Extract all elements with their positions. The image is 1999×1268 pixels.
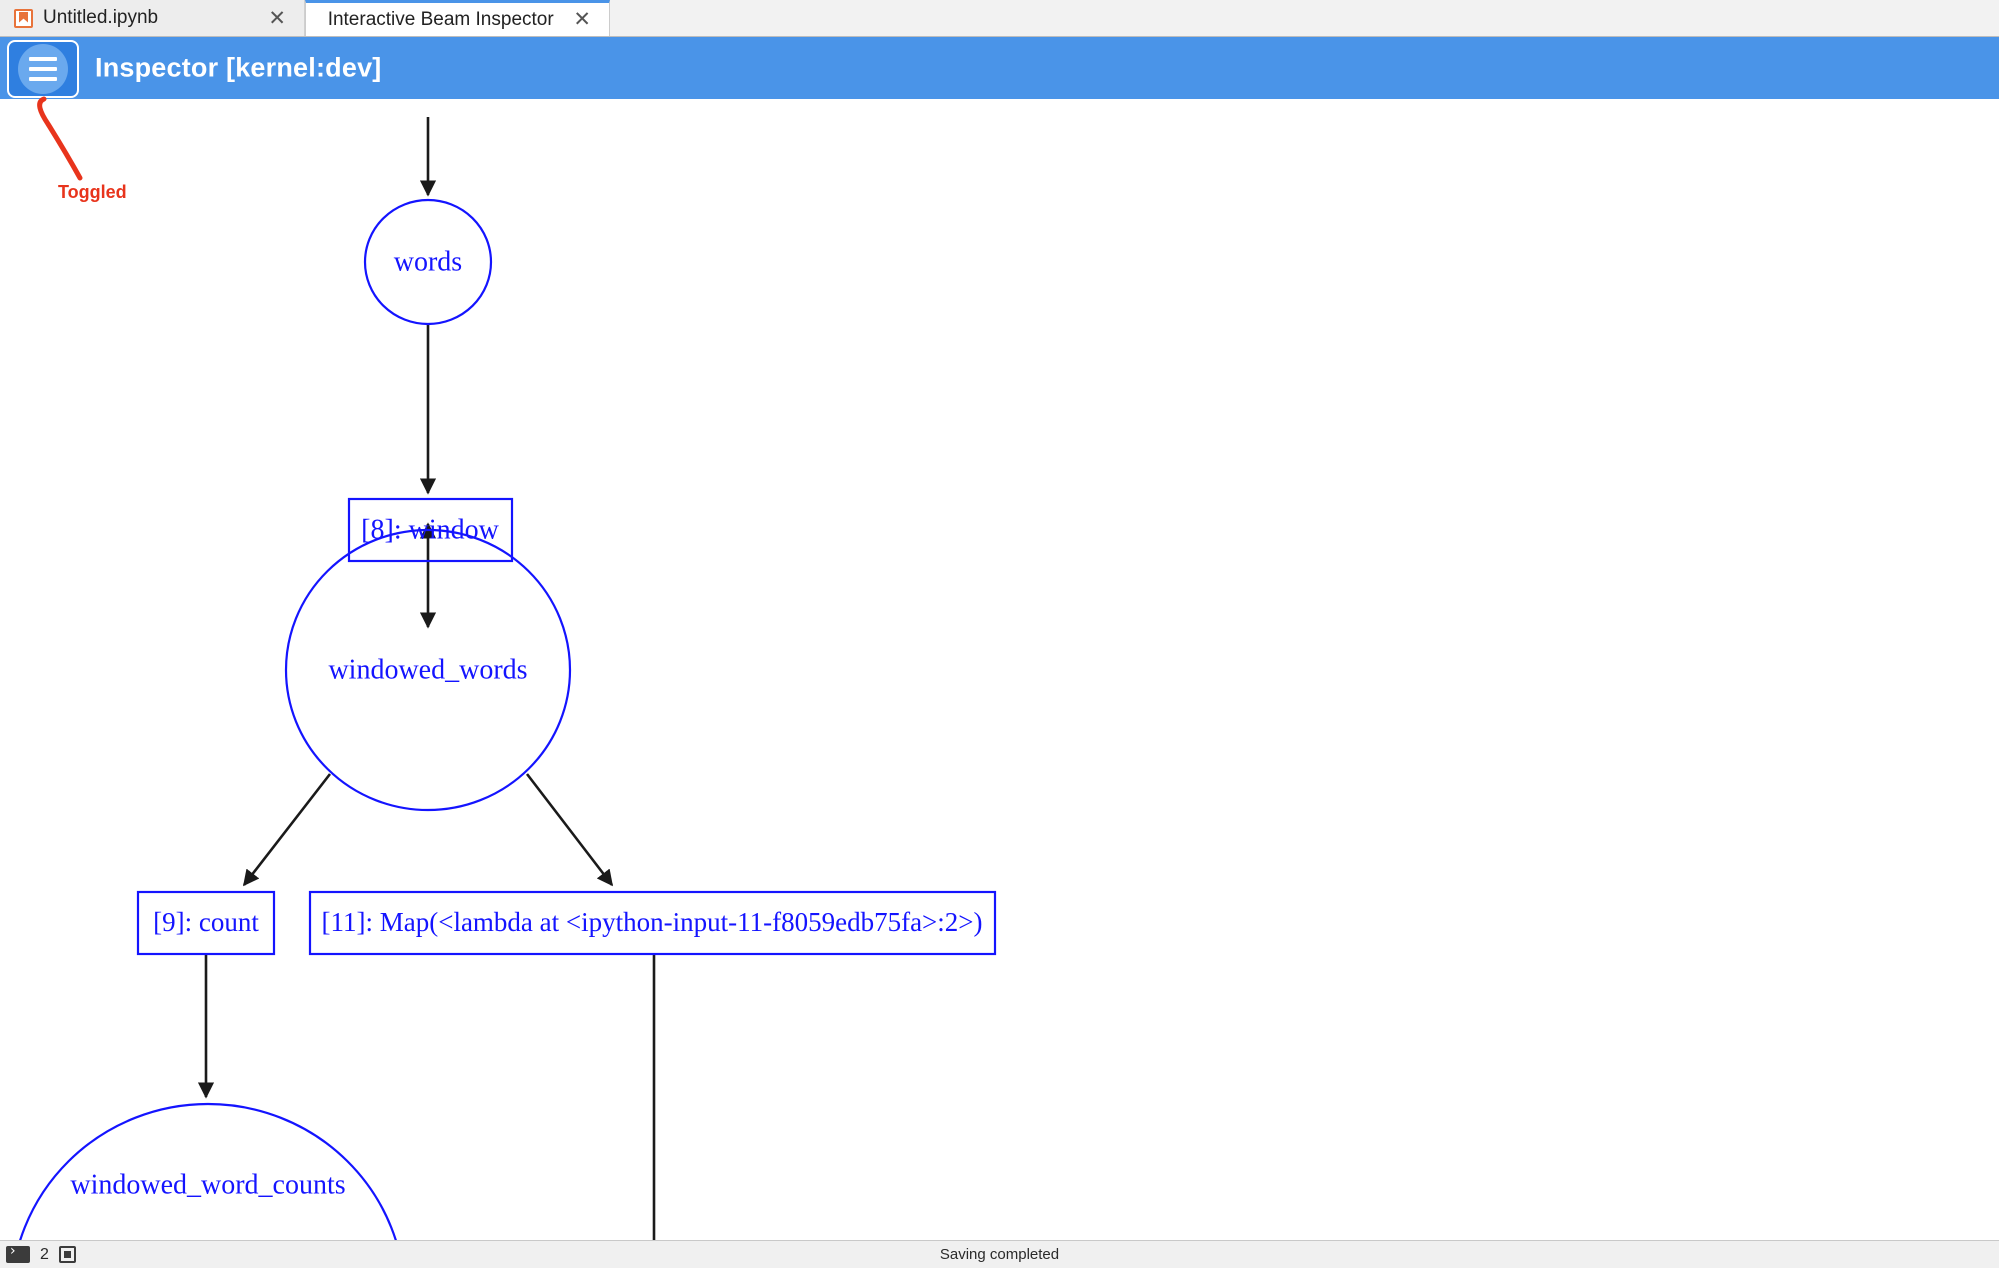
status-bar-left: 2 (0, 1243, 76, 1264)
node-label: [11]: Map(<lambda at <ipython-input-11-f… (322, 907, 983, 937)
notebook-icon (14, 8, 33, 28)
tab-untitled-ipynb[interactable]: Untitled.ipynb ✕ (0, 0, 305, 36)
graph-node-words[interactable]: words (363, 198, 493, 326)
node-shape-box (136, 890, 276, 956)
terminal-icon[interactable] (6, 1243, 30, 1263)
close-icon[interactable]: ✕ (573, 7, 591, 31)
node-shape-box (308, 890, 997, 956)
inspector-header: Inspector [kernel:dev] (0, 37, 1999, 99)
edge-windowed-words-to-map (525, 773, 614, 887)
graph-node-windowed-words[interactable]: windowed_words (284, 528, 572, 812)
tab-bar-empty-area (610, 0, 1999, 36)
tab-interactive-beam-inspector[interactable]: Interactive Beam Inspector ✕ (305, 0, 610, 36)
node-shape-ellipse (284, 528, 572, 812)
page-title: Inspector [kernel:dev] (95, 52, 382, 83)
tab-label: Interactive Beam Inspector (327, 8, 554, 30)
pipeline-graph-canvas[interactable]: words [8]: window windowed_words [9]: co… (0, 99, 1999, 1240)
status-bar: 2 Saving completed (0, 1240, 1999, 1268)
tab-label: Untitled.ipynb (43, 7, 159, 28)
graph-node-count[interactable]: [9]: count (136, 890, 276, 956)
terminal-count: 2 (40, 1245, 49, 1263)
cpu-chip-icon[interactable] (58, 1246, 76, 1263)
graph-edges (197, 117, 656, 1240)
tab-bar: Untitled.ipynb ✕ Interactive Beam Inspec… (0, 0, 1999, 37)
node-shape-box (347, 497, 514, 563)
node-label: [9]: count (153, 907, 259, 937)
hamburger-menu-button[interactable] (7, 40, 79, 98)
node-shape-ellipse (19, 1102, 397, 1240)
node-label: windowed_word_counts (70, 1169, 345, 1200)
annotation-label: Toggled (58, 182, 127, 202)
pipeline-graph: words [8]: window windowed_words [9]: co… (11, 117, 997, 1240)
status-message: Saving completed (939, 1246, 1060, 1263)
hamburger-menu-icon (18, 44, 68, 94)
graph-node-map[interactable]: [11]: Map(<lambda at <ipython-input-11-f… (308, 890, 997, 956)
close-icon[interactable]: ✕ (268, 5, 286, 30)
edge-windowed-words-to-count (242, 773, 332, 887)
node-label: words (394, 246, 462, 277)
node-label: windowed_words (328, 654, 527, 685)
node-shape-ellipse (363, 198, 493, 326)
graph-node-windowed-word-counts[interactable]: windowed_word_counts (11, 1102, 405, 1240)
